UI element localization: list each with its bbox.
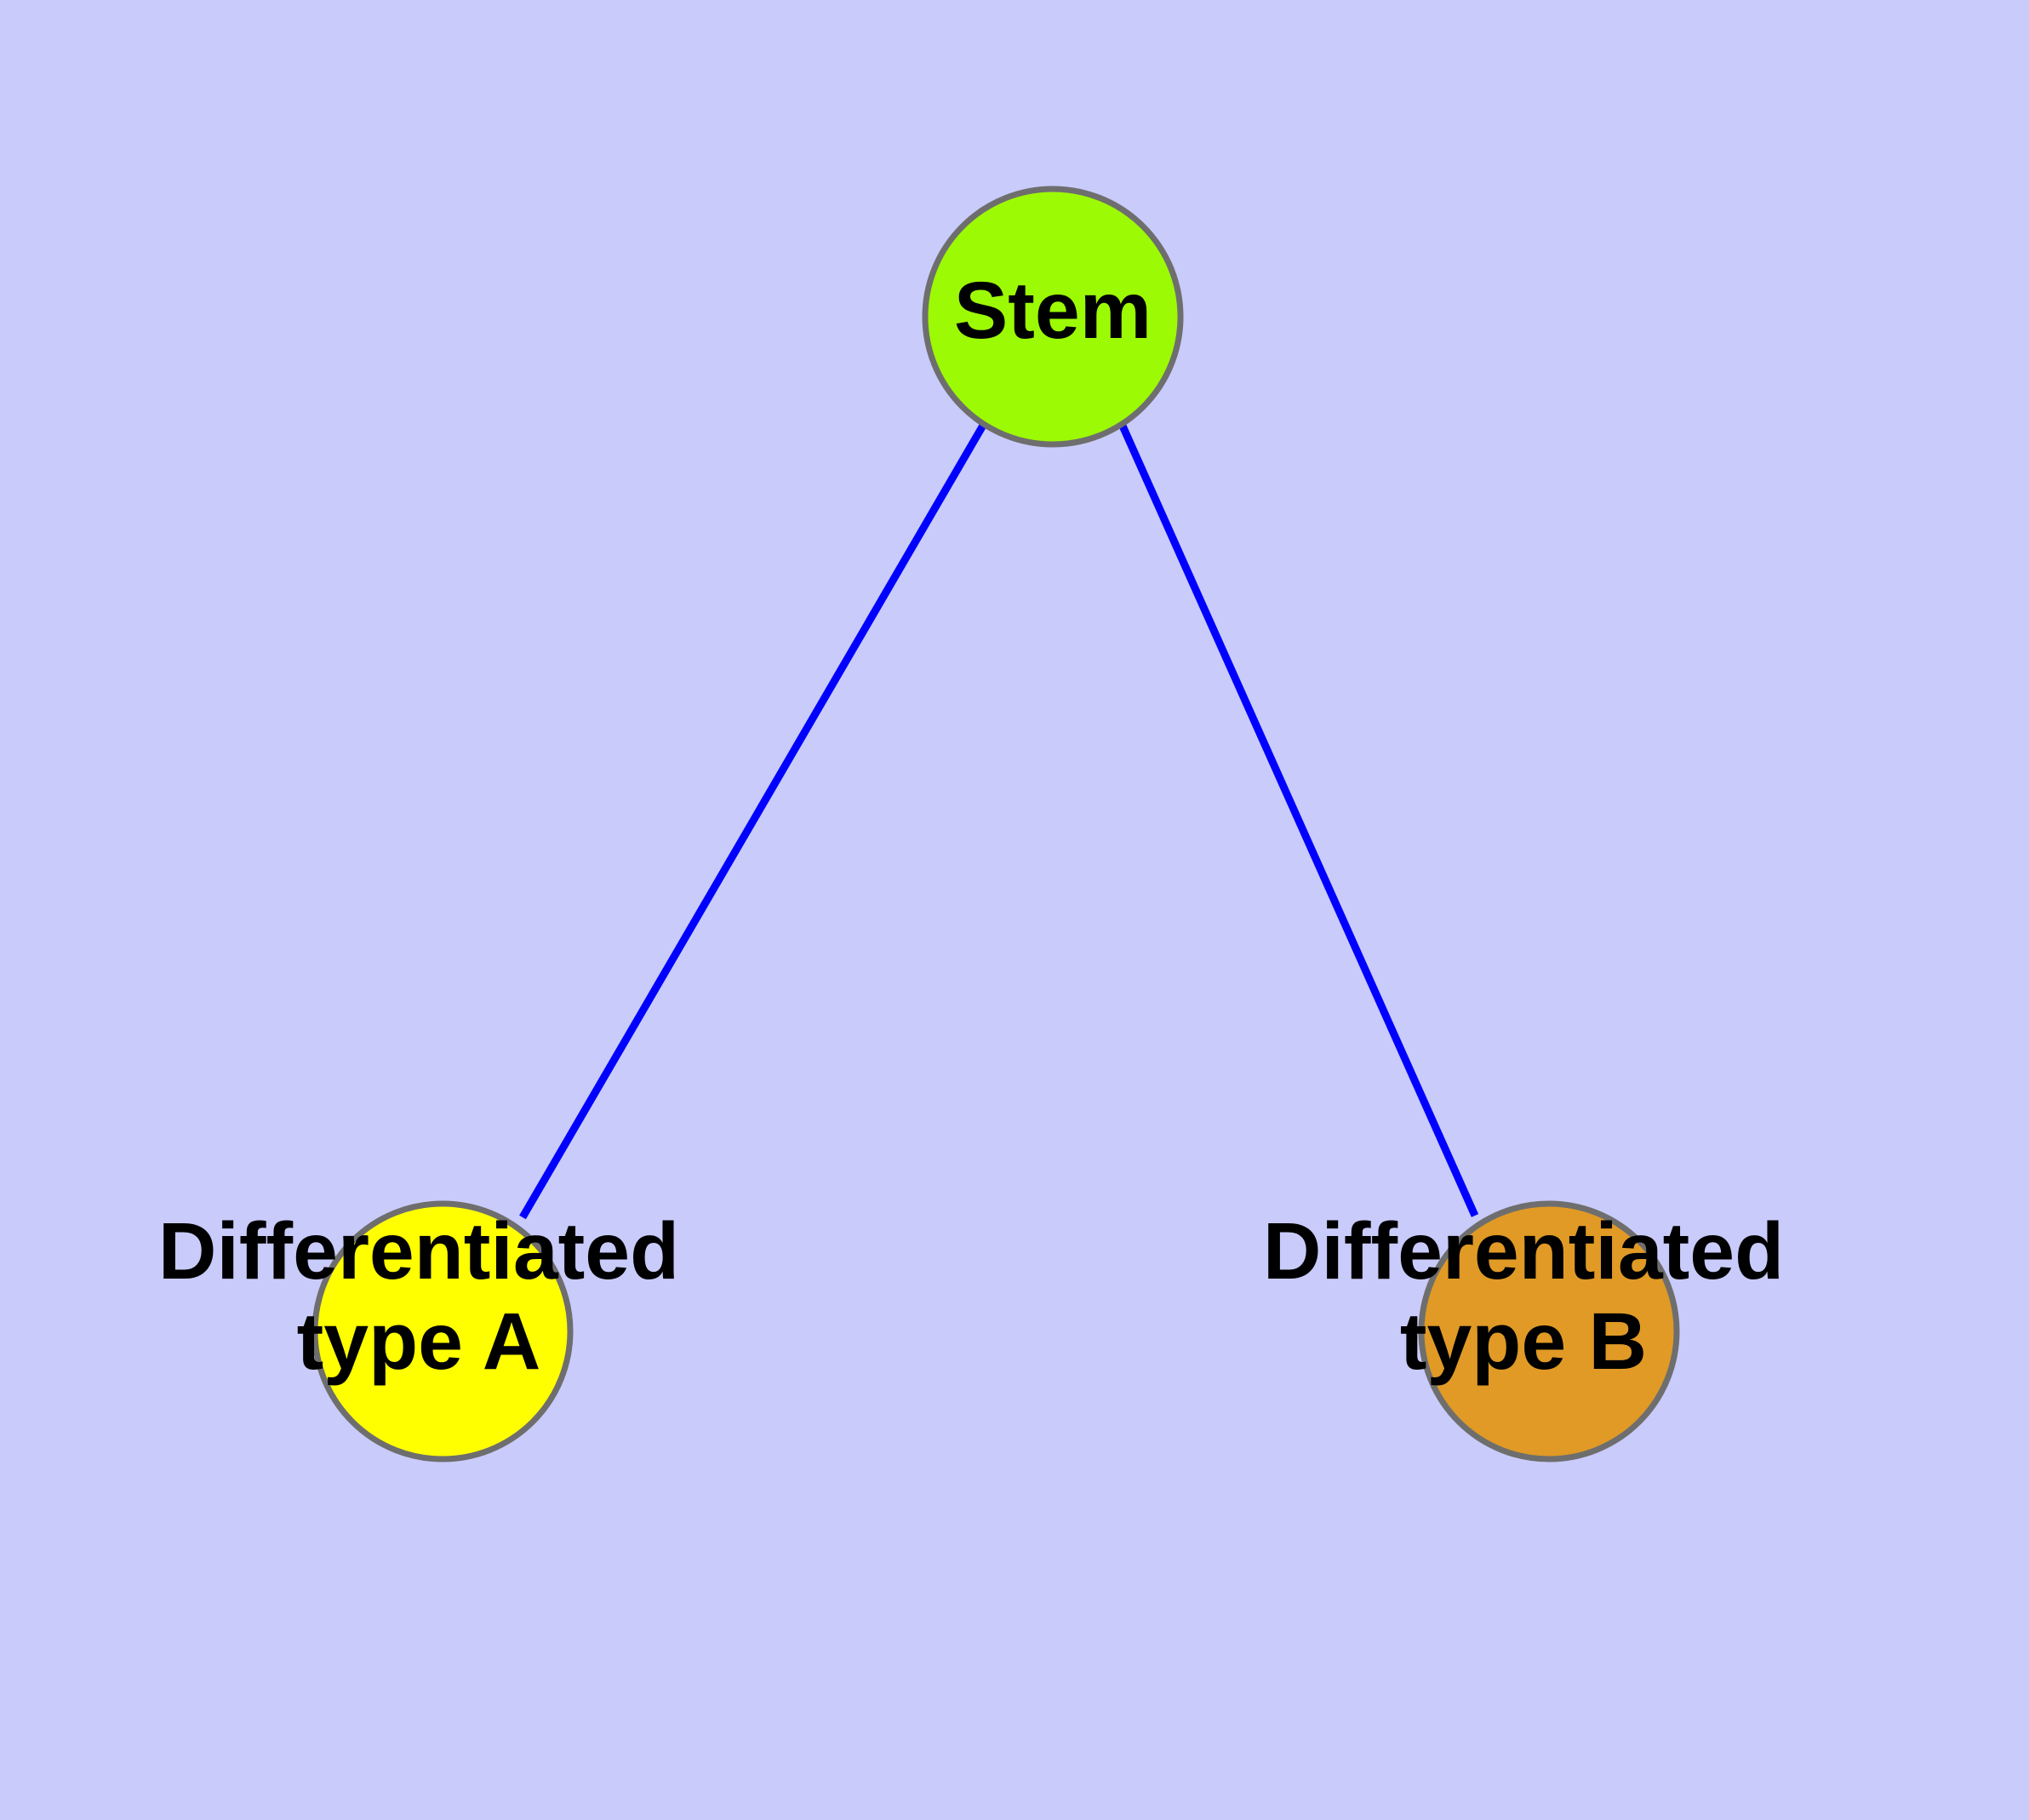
edge-stem-to-differentiated-type-b[interactable] (1117, 422, 1479, 1217)
edge-layer (519, 421, 1479, 1220)
node-differentiated-type-a[interactable] (311, 1200, 574, 1462)
node-differentiated-type-b[interactable] (1418, 1200, 1680, 1462)
node-layer (311, 186, 1680, 1462)
node-stem-label: Stem (954, 266, 1152, 356)
node-stem-circle[interactable] (922, 186, 1184, 448)
node-differentiated-type-b-circle[interactable] (1418, 1200, 1680, 1462)
edge-stem-to-differentiated-type-a[interactable] (519, 421, 987, 1220)
node-differentiated-type-a-circle[interactable] (311, 1200, 574, 1462)
node-stem[interactable] (922, 186, 1184, 448)
